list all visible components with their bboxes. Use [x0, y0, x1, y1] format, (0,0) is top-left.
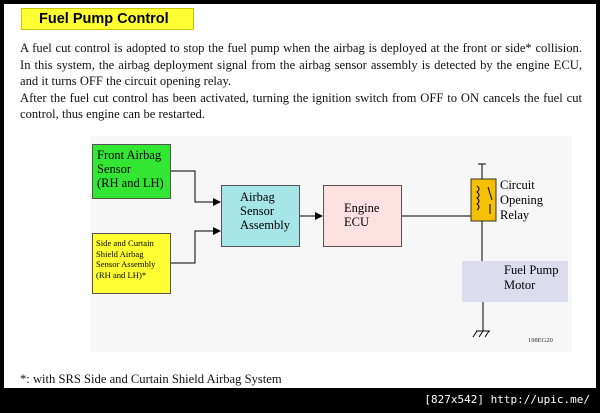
front-sensor-line-1: Front Airbag [97, 148, 162, 162]
wire-front-to-assembly [171, 170, 221, 206]
ecu-line-2: ECU [344, 215, 369, 229]
intro-paragraph-2: After the fuel cut control has been acti… [20, 90, 582, 122]
airbag-sensor-assembly-block: Airbag Sensor Assembly [221, 185, 300, 247]
front-sensor-line-3: (RH and LH) [97, 176, 164, 190]
ground-hatch-1 [472, 330, 478, 338]
figure-code: 198EG20 [528, 337, 553, 344]
side-sensor-line-1: Side and Curtain [96, 238, 154, 248]
assembly-line-1: Airbag [240, 190, 275, 204]
footnote: *: with SRS Side and Curtain Shield Airb… [20, 372, 282, 386]
relay-line-3: Relay [500, 208, 530, 222]
assembly-line-2: Sensor [240, 204, 275, 218]
document-page: Fuel Pump Control A fuel cut control is … [4, 4, 596, 388]
section-title-box: Fuel Pump Control [21, 8, 194, 30]
relay-body [470, 178, 497, 222]
relay-coil-symbol [476, 185, 480, 211]
intro-text: A fuel cut control is adopted to stop th… [20, 40, 582, 123]
relay-line-2: Opening [500, 193, 544, 207]
motor-line-1: Fuel Pump [504, 263, 559, 277]
relay-switch-symbol [487, 186, 493, 201]
front-airbag-sensor-block: Front Airbag Sensor (RH and LH) [92, 144, 171, 199]
relay-line-1: Circuit [500, 178, 535, 192]
side-curtain-sensor-block: Side and Curtain Shield Airbag Sensor As… [92, 233, 171, 294]
wire-side-to-assembly [171, 227, 221, 264]
motor-line-2: Motor [504, 278, 536, 292]
ecu-line-1: Engine [344, 201, 380, 215]
assembly-line-3: Assembly [240, 218, 290, 232]
fuel-pump-motor-label: Fuel Pump Motor [504, 263, 559, 293]
section-title: Fuel Pump Control [39, 11, 169, 27]
ground-hatch-3 [484, 330, 490, 338]
circuit-opening-relay-label: Circuit Opening Relay [500, 178, 543, 223]
side-sensor-line-2: Shield Airbag [96, 248, 144, 259]
side-sensor-line-3: Sensor Assembly [96, 259, 156, 269]
engine-ecu-block: Engine ECU [323, 185, 402, 247]
side-sensor-line-4: (RH and LH)* [96, 269, 147, 280]
front-sensor-line-2: Sensor [97, 162, 132, 176]
image-watermark: [827x542] http://upic.me/ [424, 393, 590, 406]
fuel-pump-motor-box [462, 261, 568, 302]
ground-hatch-2 [478, 330, 484, 338]
intro-paragraph-1: A fuel cut control is adopted to stop th… [20, 41, 582, 89]
